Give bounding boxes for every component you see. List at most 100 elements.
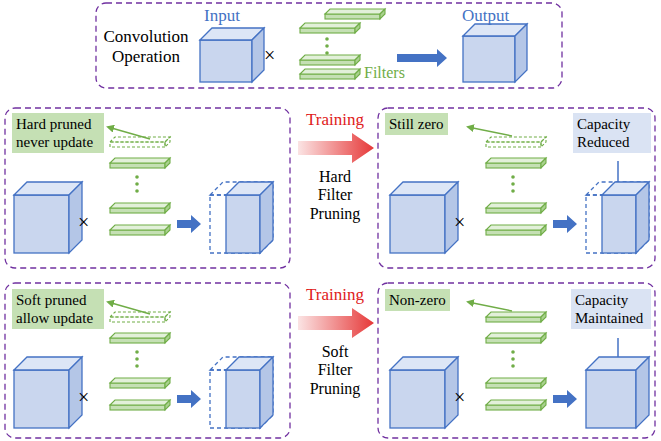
training-arrow xyxy=(298,308,374,338)
filter-slab xyxy=(486,230,541,235)
label-text: Hard Filter Pruning xyxy=(303,168,367,223)
filter-slab xyxy=(541,225,546,235)
note-box: Capacity Reduced xyxy=(573,113,651,153)
feature-cube xyxy=(636,182,649,253)
feature-cube xyxy=(210,195,260,253)
filter-slab xyxy=(110,383,165,388)
filter-slab xyxy=(355,69,360,79)
filter-slab xyxy=(110,338,165,343)
filter-slab xyxy=(486,378,546,383)
filter-slab xyxy=(486,163,541,168)
feature-cube xyxy=(390,370,445,428)
ellipsis-dot xyxy=(325,37,329,41)
ellipsis-dot xyxy=(135,350,139,354)
filter-slab xyxy=(541,312,546,322)
feature-cube xyxy=(14,195,69,253)
feature-cube xyxy=(260,182,273,253)
callout-box: Hard pruned never update xyxy=(12,113,104,153)
ellipsis-dot xyxy=(135,189,139,193)
filter-slab xyxy=(300,60,355,65)
label-text: Input xyxy=(204,6,240,26)
box-text: Capacity Reduced xyxy=(577,115,647,151)
panel xyxy=(96,3,562,88)
feature-cube xyxy=(636,182,649,253)
box-text: Soft pruned allow update xyxy=(16,291,100,327)
ellipsis-dot xyxy=(511,364,515,368)
ellipsis-dot xyxy=(135,182,139,186)
filter-slab xyxy=(110,163,165,168)
ellipsis-dot xyxy=(135,364,139,368)
filter-slab xyxy=(165,137,170,147)
panel xyxy=(5,283,290,438)
flow-arrow xyxy=(553,390,577,408)
filter-slab xyxy=(486,400,546,405)
filter-slab xyxy=(300,74,355,79)
feature-cube xyxy=(252,28,264,82)
feature-cube xyxy=(586,195,636,253)
filter-slab xyxy=(110,230,165,235)
feature-cube xyxy=(210,370,260,428)
filter-slab xyxy=(541,400,546,410)
feature-cube xyxy=(260,182,273,253)
filter-slab xyxy=(165,378,170,388)
feature-cube xyxy=(463,36,515,82)
ellipsis-dot xyxy=(135,175,139,179)
filter-slab xyxy=(110,208,165,213)
ellipsis-dot xyxy=(325,44,329,48)
callout-box: Non-zero xyxy=(385,289,450,311)
filter-slab xyxy=(486,405,541,410)
filter-slab xyxy=(110,142,165,147)
leader-line xyxy=(468,302,512,311)
label-text: Training xyxy=(292,285,378,305)
feature-cube xyxy=(260,357,273,428)
box-text: Still zero xyxy=(389,115,444,133)
label-text: Training xyxy=(292,110,378,130)
filter-slab xyxy=(110,333,170,338)
ellipsis-dot xyxy=(325,51,329,55)
filter-slab xyxy=(300,69,360,74)
filter-slab xyxy=(541,333,546,343)
label-text: Convolution Operation xyxy=(100,27,192,66)
feature-cube xyxy=(226,370,260,428)
callout-box: Still zero xyxy=(385,113,448,135)
ellipsis-dot xyxy=(135,357,139,361)
filter-slab xyxy=(165,400,170,410)
filter-slab xyxy=(486,203,546,208)
label-text: Output xyxy=(462,6,509,26)
filter-slab xyxy=(486,142,541,147)
filter-slab xyxy=(486,317,541,322)
feature-cube xyxy=(390,195,445,253)
panel xyxy=(5,108,290,268)
filter-slab xyxy=(486,137,546,142)
filter-slab xyxy=(165,203,170,213)
filter-slab xyxy=(165,225,170,235)
filter-slab xyxy=(325,9,385,14)
ellipsis-dot xyxy=(511,189,515,193)
feature-cube xyxy=(200,40,252,82)
filter-slab xyxy=(325,14,380,19)
filter-slab xyxy=(541,137,546,147)
filter-slab xyxy=(110,317,165,322)
box-text: Capacity Maintained xyxy=(575,291,647,327)
filter-slab xyxy=(486,333,546,338)
filter-slab xyxy=(165,158,170,168)
label-text: × xyxy=(78,211,89,234)
filter-slab xyxy=(165,312,170,322)
filter-slab xyxy=(300,23,360,28)
label-text: Soft Filter Pruning xyxy=(303,343,367,398)
filter-slab xyxy=(110,400,170,405)
feature-cube xyxy=(260,357,273,428)
filter-slab xyxy=(380,9,385,19)
feature-cube xyxy=(226,195,260,253)
label-text: × xyxy=(78,386,89,409)
training-arrow xyxy=(298,133,374,163)
feature-cube xyxy=(636,357,649,428)
filter-slab xyxy=(110,137,170,142)
filter-slab xyxy=(541,158,546,168)
callout-box: Soft pruned allow update xyxy=(12,289,104,329)
filter-slab xyxy=(486,158,546,163)
ellipsis-dot xyxy=(511,182,515,186)
filter-slab xyxy=(300,55,360,60)
filter-slab xyxy=(110,203,170,208)
ellipsis-dot xyxy=(511,350,515,354)
